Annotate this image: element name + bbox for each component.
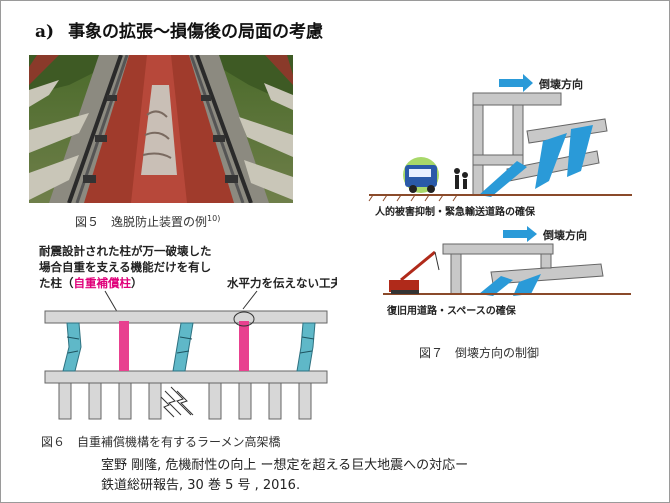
fig5-ref-mark: 10) [207, 214, 221, 223]
svg-text:た柱（自重補償柱）: た柱（自重補償柱） [39, 276, 143, 290]
fig6-ground-beam [44, 370, 328, 384]
damaged-column-1 [62, 322, 82, 372]
fig6-note-line1: 耐震設計された柱が万一破壊した [39, 244, 212, 258]
reference-line1: 室野 剛隆, 危機耐性の向上 ー想定を超える巨大地震への対応ー [101, 458, 469, 473]
fig6-note-prefix: た柱（ [39, 276, 74, 290]
reference: 室野 剛隆, 危機耐性の向上 ー想定を超える巨大地震への対応ー 鉄道総研報告, … [101, 456, 468, 496]
people-icon [454, 168, 468, 189]
crane-icon [389, 250, 440, 294]
slide-title: a) 事象の拡張～損傷後の局面の考慮 [35, 17, 323, 42]
self-weight-column-2 [239, 321, 249, 371]
fig6-leader-line-2 [242, 290, 258, 310]
self-weight-column-1 [119, 321, 129, 371]
fig6-note-suffix: ） [131, 276, 143, 290]
fig5-caption: 図５ 逸脱防止装置の例10) [75, 213, 220, 230]
fig7-bottom-caption: 復旧用道路・スペースの確保 [386, 304, 517, 317]
section-label: a) [35, 22, 55, 42]
seismic-waves [160, 386, 194, 418]
fig7-top-diagram: 倒壊方向 [368, 74, 632, 218]
collapse-arrow-icon [499, 74, 533, 92]
fig6-gap-circle [233, 311, 255, 327]
damaged-column-3 [296, 322, 316, 372]
damaged-column-2 [172, 322, 194, 372]
fig7-bottom-diagram: 倒壊方向 復旧用道路・スペースの確保 [383, 226, 631, 317]
fig7-top-caption: 人的被害抑制・緊急輸送道路の確保 [375, 205, 536, 218]
title-text: 事象の拡張～損傷後の局面の考慮 [68, 22, 324, 42]
fig6-deck [44, 310, 328, 324]
truck-icon [403, 157, 439, 193]
fig6-note-highlight: 自重補償柱 [74, 276, 132, 290]
fig6-note-line2: 場合自重を支える機能だけを有し [39, 260, 211, 274]
fig6-caption: 図６ 自重補償機構を有するラーメン高架橋 [41, 435, 281, 449]
fig6-diagram: 耐震設計された柱が万一破壊した 場合自重を支える機能だけを有し た柱（自重補償柱… [39, 244, 337, 420]
fig7-caption: 図７ 倒壊方向の制御 [419, 346, 540, 360]
fig7-top-arrow-label: 倒壊方向 [538, 77, 583, 91]
fig6-horizontal-note: 水平力を伝えない工夫 [227, 276, 337, 290]
reference-line2: 鉄道総研報告, 30 巻 5 号 , 2016. [101, 478, 301, 493]
fig5-caption-text: 図５ 逸脱防止装置の例 [75, 215, 208, 229]
fig7-bottom-arrow-label: 倒壊方向 [542, 228, 587, 242]
fig5-photo [29, 55, 293, 203]
collapse-arrow-icon-2 [503, 226, 537, 242]
